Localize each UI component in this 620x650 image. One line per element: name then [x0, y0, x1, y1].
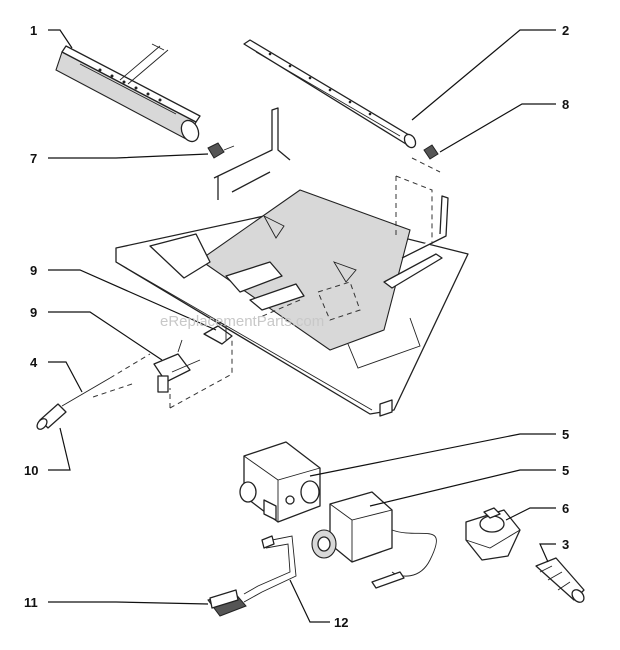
callout-10: 10	[24, 463, 38, 478]
callout-9-upper: 9	[30, 263, 37, 278]
burner-pan-assembly	[115, 107, 469, 417]
part-8-orifice	[423, 144, 439, 160]
callout-7: 7	[30, 151, 37, 166]
watermark-text: eReplacementParts.com	[160, 313, 324, 330]
callout-12: 12	[334, 615, 348, 630]
part-6-regulator	[465, 507, 521, 561]
part-9-pilot-assembly	[153, 317, 233, 393]
callout-2: 2	[562, 23, 569, 38]
part-10-thermocouple	[36, 353, 151, 430]
callout-5-upper: 5	[562, 427, 569, 442]
callout-8: 8	[562, 97, 569, 112]
part-12-wire-harness	[243, 535, 297, 603]
alignment-dash-left	[89, 340, 233, 409]
part-7-orifice	[207, 142, 235, 159]
part-11-rocker-switch	[207, 589, 247, 617]
leader-lines	[48, 29, 556, 623]
callout-4: 4	[30, 355, 38, 370]
callout-3: 3	[562, 537, 569, 552]
callout-6: 6	[562, 501, 569, 516]
alignment-dash-right	[395, 157, 441, 244]
part-1-burner-tube	[55, 43, 201, 143]
alignment-dash-center	[257, 281, 361, 321]
callout-5-lower: 5	[562, 463, 569, 478]
part-5-gas-valve	[239, 441, 321, 523]
callout-11: 11	[24, 595, 38, 610]
callout-9-lower: 9	[30, 305, 37, 320]
part-3-hose-fitting	[535, 557, 585, 603]
part-5-thermostat-control	[311, 491, 437, 589]
part-2-burner-tube	[243, 39, 417, 149]
callout-1: 1	[30, 23, 37, 38]
